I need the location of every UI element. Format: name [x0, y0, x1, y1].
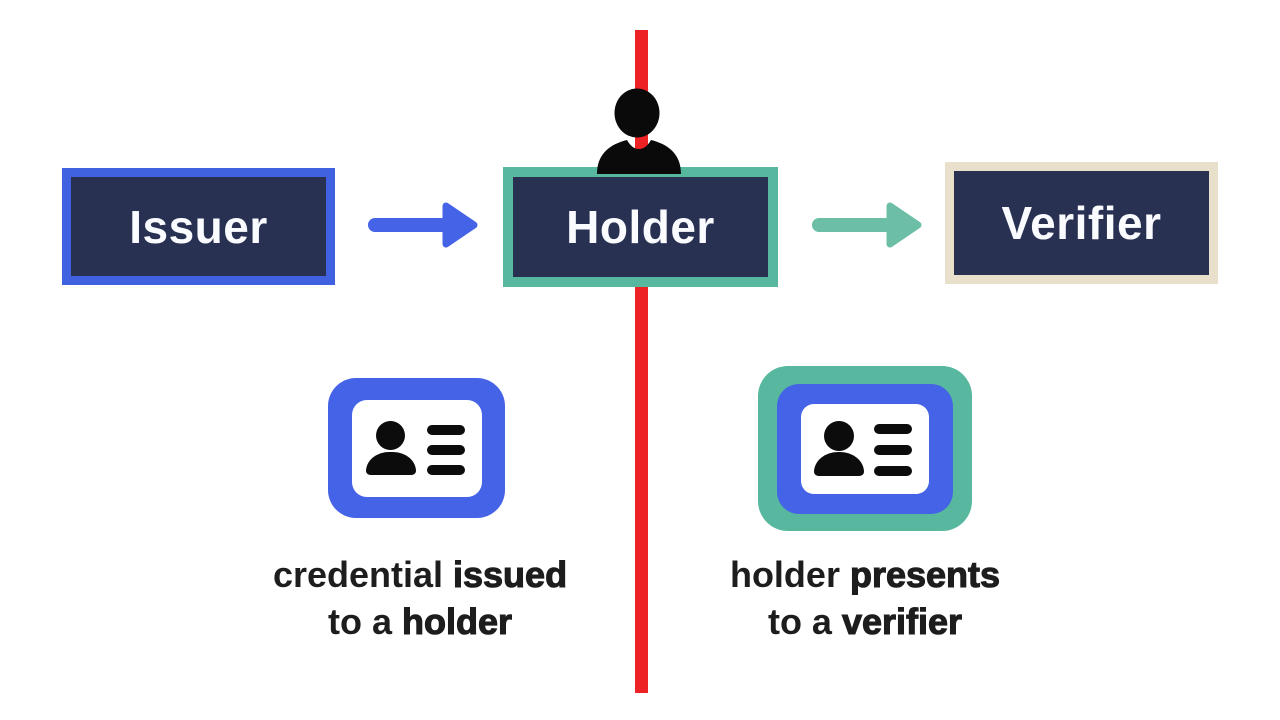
issuer-label: Issuer	[129, 200, 268, 253]
caption-presents-line2: to a verifier	[767, 600, 963, 642]
node-verifier: Verifier	[945, 162, 1218, 284]
id-card-ring	[777, 383, 953, 514]
caption-issued-line2: to a holder	[327, 600, 513, 642]
arrow-right-icon	[368, 202, 478, 248]
card-person-icon	[375, 420, 405, 450]
card-text-lines-icon	[874, 423, 912, 476]
node-holder: Holder	[503, 167, 778, 287]
caption-presents-line1: holder presents	[729, 553, 1001, 595]
caption-issued-line1: credential issued	[272, 553, 568, 595]
card-person-icon	[814, 451, 864, 476]
card-person-icon	[824, 420, 854, 451]
caption-issued: credential issued to a holder	[195, 551, 645, 645]
caption-presents: holder presents to a verifier	[640, 551, 1090, 645]
card-person-icon	[365, 451, 416, 475]
id-card-face	[801, 403, 929, 494]
id-card-icon	[328, 378, 505, 518]
card-text-lines-icon	[426, 424, 465, 475]
id-card-icon	[758, 366, 972, 531]
holder-label: Holder	[566, 201, 715, 253]
arrow-right-icon	[812, 202, 922, 248]
person-icon	[597, 88, 681, 174]
id-card-face	[351, 399, 482, 497]
verifier-label: Verifier	[1001, 197, 1162, 249]
node-issuer: Issuer	[62, 168, 335, 285]
